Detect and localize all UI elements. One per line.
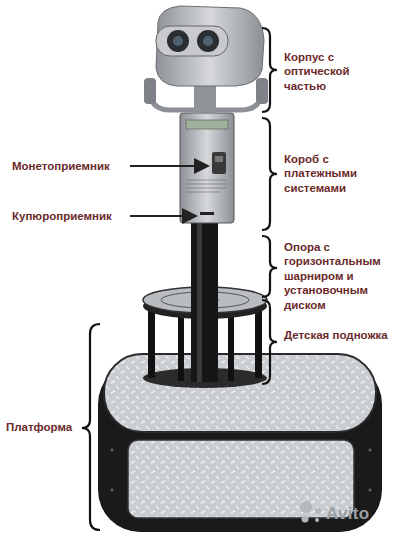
binocular-head	[144, 6, 268, 114]
platform-bolts	[111, 449, 372, 492]
bracket	[82, 28, 277, 530]
part-label: Купюроприемник	[12, 209, 130, 223]
leader-arrow	[130, 165, 208, 167]
part-label: Монетоприемник	[12, 159, 130, 173]
part-label: Корпус с оптической частью	[284, 50, 394, 93]
platform-front-plate	[128, 440, 354, 518]
support-pole	[191, 222, 218, 382]
platform-top	[104, 354, 376, 432]
part-label: Платформа	[6, 420, 82, 434]
watermark-icon	[300, 501, 321, 523]
watermark: Avito	[326, 503, 398, 524]
part-label: Детская подножка	[284, 328, 394, 342]
payment-box	[180, 113, 234, 223]
leader-arrow	[130, 215, 196, 217]
part-label: Опора с горизонтальным шарниром и устано…	[284, 240, 401, 312]
part-label: Короб с платежными системами	[284, 152, 394, 195]
